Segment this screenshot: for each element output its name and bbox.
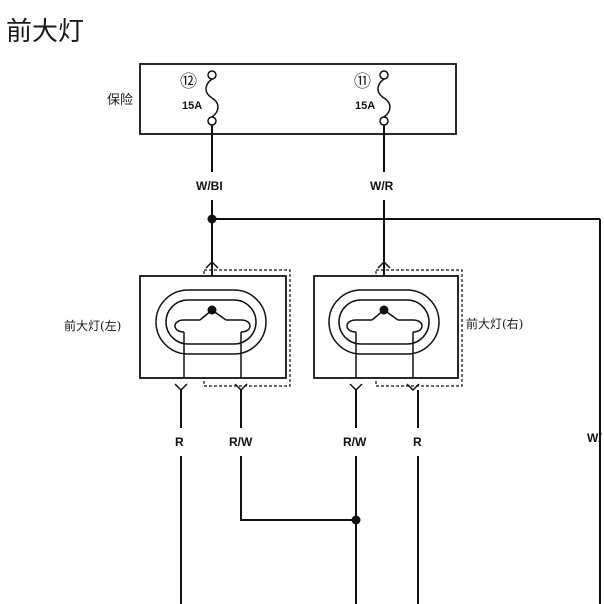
headlight-left-connector-bottom-b [234,383,248,392]
fuse-11-rating: 15A [355,100,375,112]
headlight-right-lamp-outer [328,289,440,355]
headlight-right-connector-top [377,260,391,269]
junction-dot-branch [207,214,217,224]
fuse-11-top-terminal [379,70,389,80]
headlight-right-filament-low [346,319,372,333]
wire-label-right-r: R [413,435,422,449]
diagram-title: 前大灯 [6,17,84,47]
headlight-left-housing [139,275,287,379]
headlight-right-connector-bottom-b [406,383,420,392]
fuse-12-top-terminal [207,70,217,80]
headlight-left-connector-top [205,260,219,269]
wire-label-right-feed: W/R [370,179,394,193]
fuse-11: ⑪ 15A [354,70,391,126]
fuse-11-bottom-terminal [379,116,389,126]
headlight-left-common-dot [207,305,217,315]
wire-label-left-rw: R/W [229,435,253,449]
headlight-left-label: 前大灯(左) [64,318,121,333]
fuse-11-element [377,78,391,118]
headlight-right: 前大灯(右) [313,260,523,392]
wire-label-right-rw: R/W [343,435,367,449]
wire-label-left-r: R [175,435,184,449]
fuse-12-element [205,78,219,118]
wire-left-rw-lower [240,456,356,521]
headlight-right-housing [313,275,459,379]
headlight-left-filament-low [174,319,200,333]
headlight-left-lamp-outer [155,289,267,355]
fuse-box-label: 保险 [107,93,133,108]
headlight-left-filament-high [226,319,251,333]
fuse-12-number: ⑫ [180,72,197,92]
headlight-right-connector-bottom-a [349,383,363,392]
fuse-12-bottom-terminal [207,116,217,126]
wire-label-left-feed: W/BI [196,179,223,193]
fuse-12-rating: 15A [182,100,202,112]
fuse-11-number: ⑪ [354,72,371,92]
wire-label-far-right: W/ [587,431,602,445]
headlight-left: 前大灯(左) [64,260,291,392]
fuse-12: ⑫ 15A [180,70,219,126]
headlight-right-common-dot [379,305,389,315]
junction-dot-ground [351,515,361,525]
headlight-right-filament-high [398,319,423,333]
headlight-left-connector-bottom-a [174,383,188,392]
headlight-right-label: 前大灯(右) [466,316,523,331]
headlight-right-lamp-inner [338,299,430,345]
headlight-left-lamp-inner [165,299,257,345]
fuse-box-outline [139,63,457,135]
fuse-box: 保险 ⑫ 15A ⑪ 15A [107,63,457,135]
